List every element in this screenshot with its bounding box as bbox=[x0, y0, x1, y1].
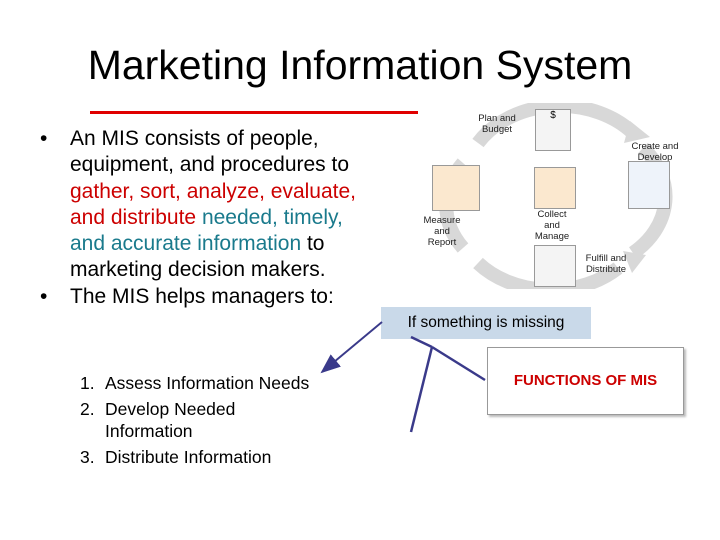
step-text: Distribute Information bbox=[105, 447, 272, 467]
fulfill-icon bbox=[534, 245, 576, 287]
bracket-line-right bbox=[431, 345, 486, 382]
step-3: 3. Distribute Information bbox=[78, 446, 318, 468]
bullet-list: • An MIS consists of people, equipment, … bbox=[40, 126, 380, 310]
bullet-marker: • bbox=[40, 284, 48, 308]
budget-icon: $ bbox=[535, 109, 571, 151]
dollar-symbol: $ bbox=[550, 110, 556, 121]
label-plan-and-budget: Plan and Budget bbox=[478, 113, 516, 135]
collect-icon bbox=[534, 167, 576, 209]
step-number: 1. bbox=[80, 373, 95, 393]
bracket-line-bottom bbox=[409, 346, 434, 433]
label-fulfill-and-distribute: Fulfill and Distribute bbox=[585, 253, 627, 275]
slide-title: Marketing Information System bbox=[87, 42, 633, 88]
step-text: Assess Information Needs bbox=[105, 373, 310, 393]
step-2: 2. Develop Needed Information bbox=[78, 398, 318, 442]
if-something-missing-callout: If something is missing bbox=[381, 307, 591, 339]
step-text: Develop Needed Information bbox=[105, 399, 236, 441]
bullet-1-text-b: to marketing decision makers. bbox=[70, 232, 326, 282]
numbered-steps: 1. Assess Information Needs 2. Develop N… bbox=[78, 372, 318, 472]
step-number: 3. bbox=[80, 447, 95, 467]
bullet-1-text-a: An MIS consists of people, equipment, an… bbox=[70, 127, 350, 177]
step-1: 1. Assess Information Needs bbox=[78, 372, 318, 394]
functions-of-mis-box: FUNCTIONS OF MIS bbox=[487, 347, 684, 415]
label-create-and-develop: Create and Develop bbox=[631, 141, 679, 163]
develop-icon bbox=[628, 161, 670, 209]
mis-cycle-diagram: Plan and Budget Create and Develop Measu… bbox=[418, 99, 690, 297]
step-number: 2. bbox=[80, 399, 95, 419]
bullet-1-text-teal: needed, timely, and accurate information bbox=[70, 205, 343, 256]
measure-icon bbox=[432, 165, 480, 211]
bullet-2: • The MIS helps managers to: bbox=[40, 284, 380, 310]
bullet-2-text: The MIS helps managers to: bbox=[70, 284, 334, 308]
arrow-to-steps bbox=[320, 321, 383, 374]
title-underline bbox=[90, 111, 423, 114]
bullet-1: • An MIS consists of people, equipment, … bbox=[40, 126, 380, 284]
bullet-marker: • bbox=[40, 127, 48, 150]
label-collect-and-manage: Collect and Manage bbox=[534, 209, 570, 242]
bullet-1-text-red: gather, sort, analyze, evaluate, and dis… bbox=[70, 179, 357, 229]
label-measure-and-report: Measure and Report bbox=[423, 215, 461, 248]
